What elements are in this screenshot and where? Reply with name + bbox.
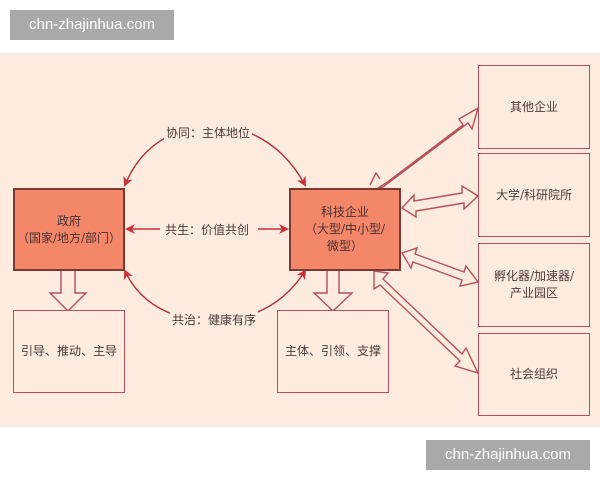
enterprise-subtitle: （大型/中小型/ — [304, 222, 386, 236]
hollow-arrow-down-government — [48, 268, 88, 312]
partner-box-incubators: 孵化器/加速器/ 产业园区 — [478, 243, 590, 327]
partner-box-social-orgs: 社会组织 — [478, 333, 590, 416]
government-subtitle: （国家/地方/部门） — [16, 230, 122, 245]
partner-box-universities: 大学/科研院所 — [478, 153, 590, 237]
hollow-arrow-down-enterprise — [312, 268, 354, 312]
partner-label: 社会组织 — [509, 367, 558, 381]
partner-label: 大学/科研院所 — [495, 187, 573, 202]
watermark-bottom: chn-zhajinhua.com — [426, 440, 590, 470]
government-title: 政府 — [56, 213, 81, 228]
hollow-arrow-to-incubators — [400, 246, 480, 287]
hollow-arrow-to-universities — [400, 184, 480, 219]
enterprise-title: 科技企业 — [320, 205, 369, 219]
partner-label-line2: 产业园区 — [509, 286, 558, 300]
government-role-text: 引导、推动、主导 — [20, 344, 117, 358]
curve-arrow-bottom-left — [123, 269, 176, 316]
curve-arrow-top-right — [249, 132, 306, 187]
enterprise-role-text: 主体、引领、支撑 — [284, 344, 381, 358]
relation-label-middle: 共生：价值共创 — [163, 221, 252, 238]
government-box: 政府 （国家/地方/部门） — [13, 188, 125, 271]
hollow-arrow-to-other-enterprises — [377, 106, 480, 189]
enterprise-role-box: 主体、引领、支撑 — [277, 310, 389, 393]
relation-label-top: 协同：主体地位 — [164, 124, 253, 141]
government-role-box: 引导、推动、主导 — [13, 310, 125, 393]
relation-label-bottom: 共治：健康有序 — [170, 311, 259, 328]
hollow-arrow-to-social-orgs — [373, 270, 480, 375]
partner-label: 其他企业 — [509, 99, 558, 114]
partner-label: 孵化器/加速器/ — [493, 269, 575, 283]
enterprise-subtitle-2: 微型） — [326, 239, 363, 253]
tech-enterprise-box: 科技企业 （大型/中小型/ 微型） — [289, 188, 401, 271]
curve-arrow-bottom-right — [249, 269, 307, 316]
diagram-canvas: 政府 （国家/地方/部门） 科技企业 （大型/中小型/ 微型） 引导、推动、主导… — [0, 53, 600, 427]
watermark-top: chn-zhajinhua.com — [10, 10, 174, 40]
partner-box-other-enterprises: 其他企业 — [478, 65, 590, 149]
